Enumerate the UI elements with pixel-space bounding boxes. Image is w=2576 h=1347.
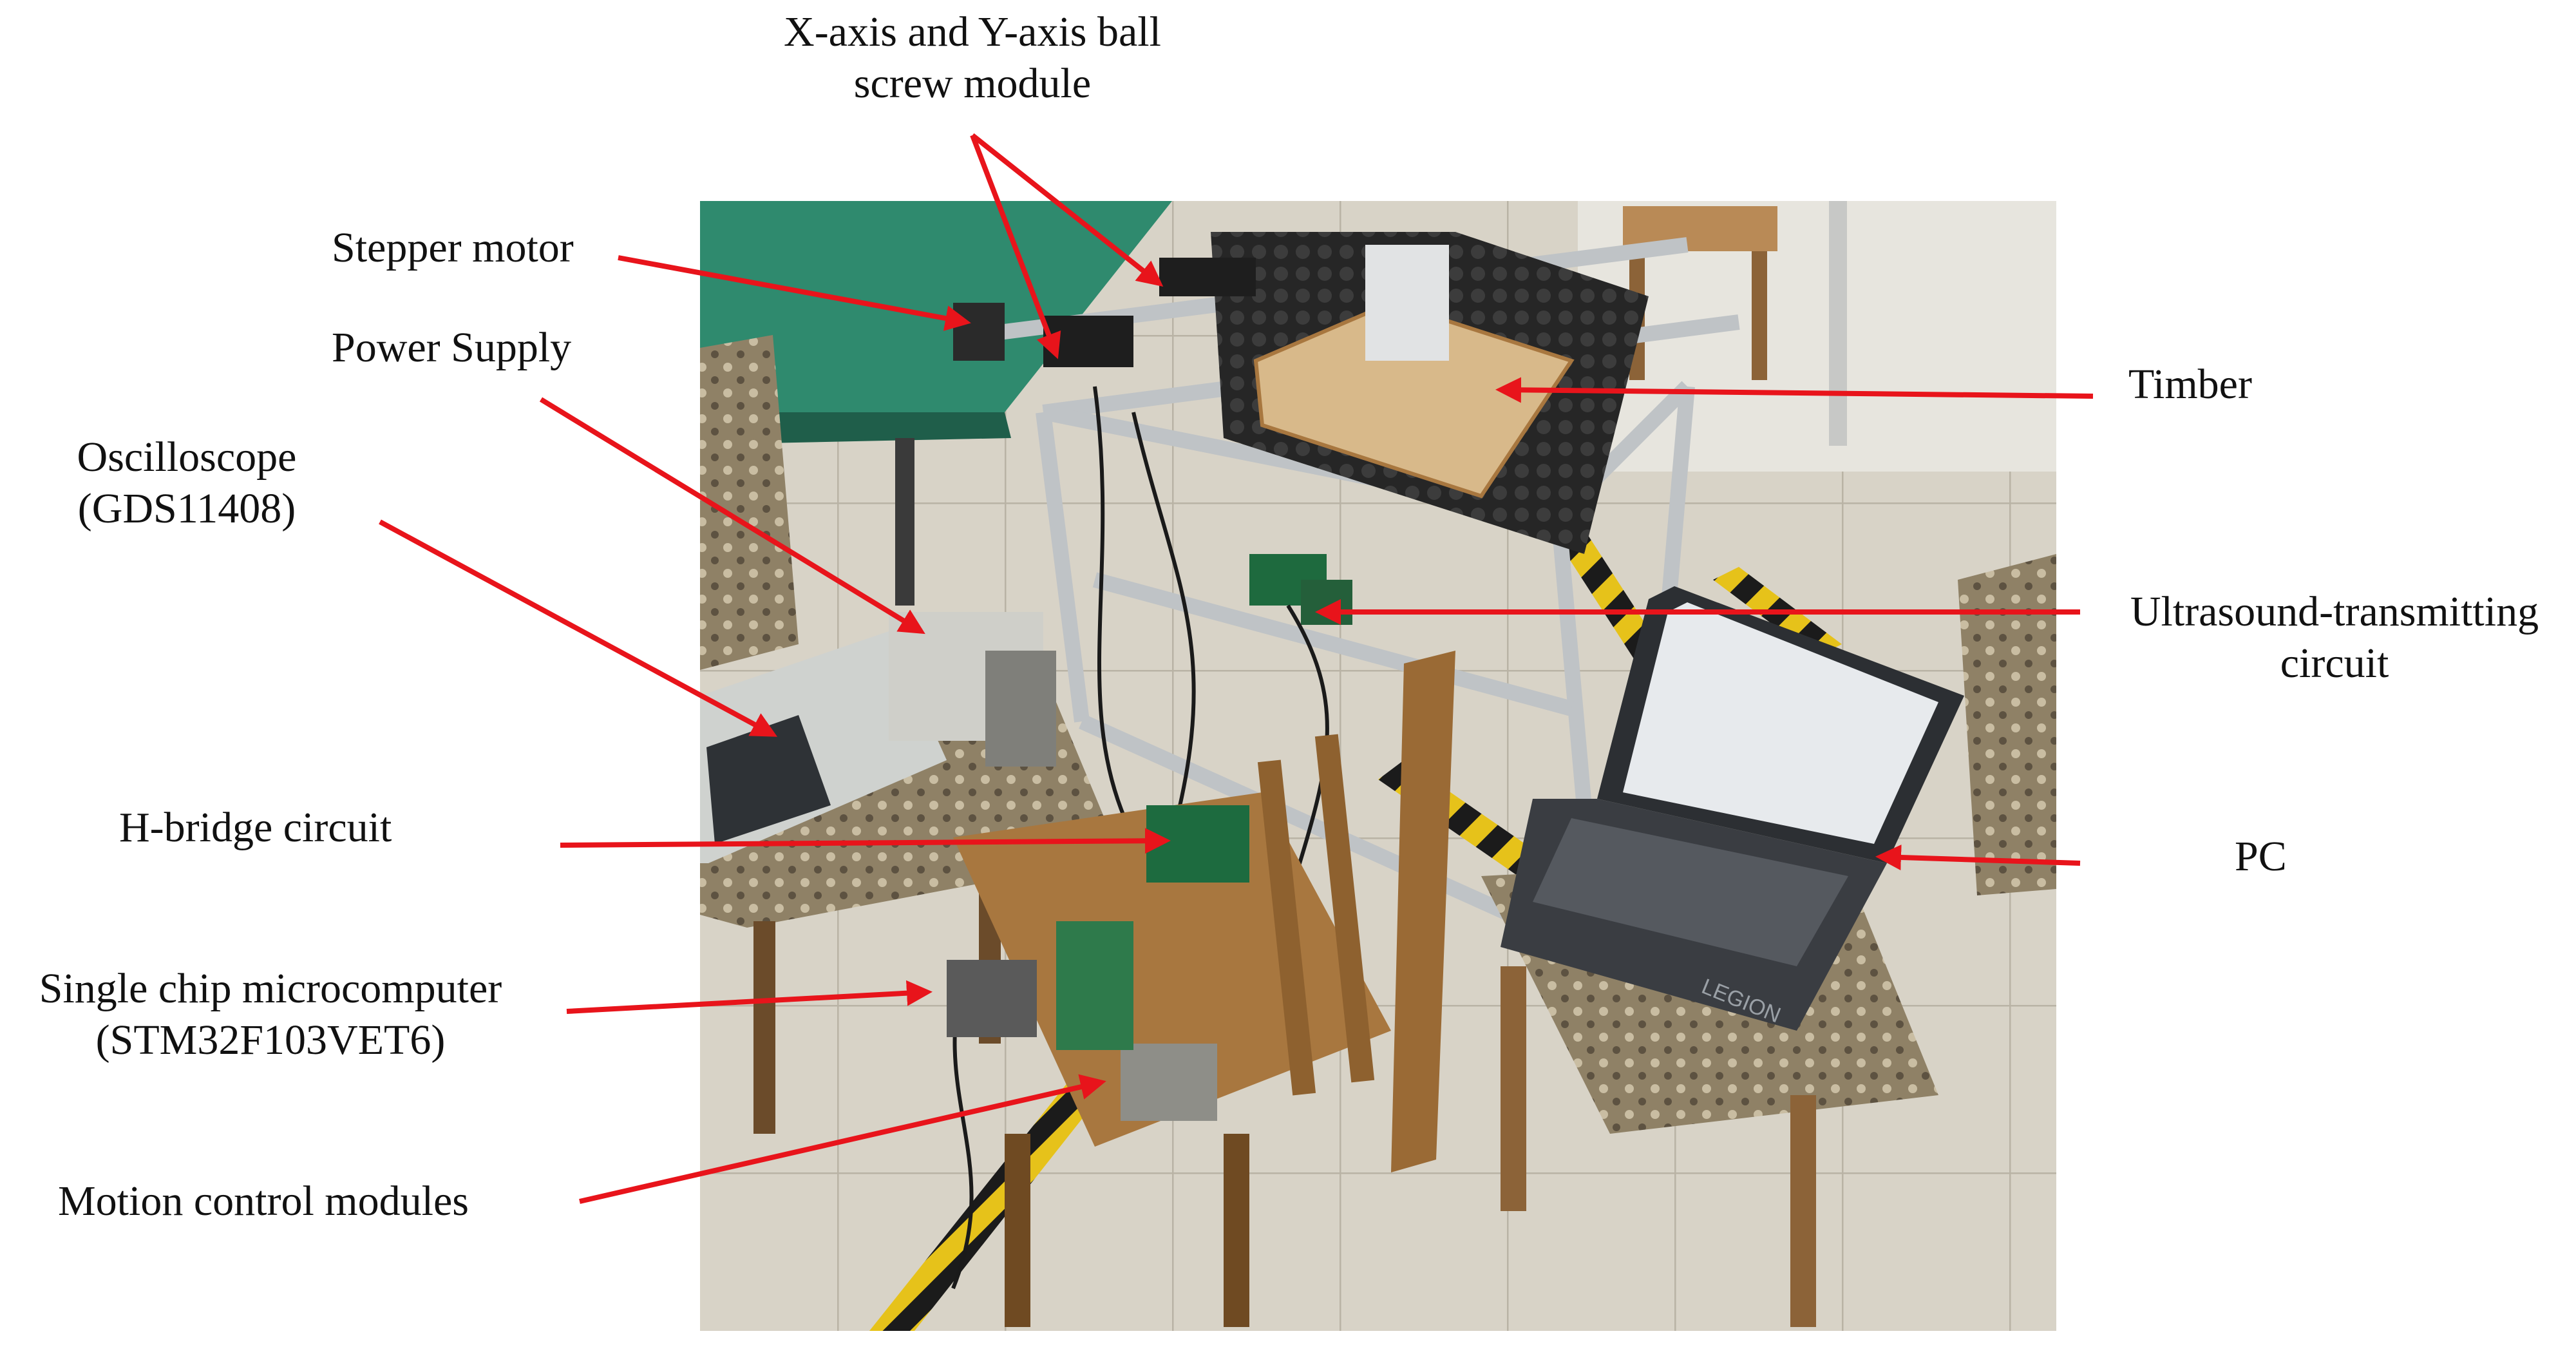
label-h-bridge-circuit: H-bridge circuit bbox=[119, 804, 392, 851]
ball-screw-y bbox=[1159, 258, 1256, 296]
ball-screw-x bbox=[1043, 316, 1133, 367]
center-chair-leg bbox=[1224, 1134, 1249, 1327]
left-chair-leg bbox=[753, 921, 775, 1134]
label-oscilloscope: Oscilloscope (GDS11408) bbox=[77, 434, 297, 532]
center-chair-back bbox=[1391, 651, 1455, 1172]
label-power-supply: Power Supply bbox=[332, 324, 572, 371]
arrow-h-bridge bbox=[560, 828, 1171, 854]
oscilloscope-screen bbox=[706, 715, 831, 844]
mcu-board bbox=[947, 960, 1037, 1037]
breadboard bbox=[1056, 921, 1133, 1050]
arrow-ball-screw-left bbox=[970, 134, 1061, 359]
label-ultrasound-circuit: Ultrasound-transmitting circuit bbox=[2130, 588, 2539, 687]
center-chair-slat bbox=[1257, 759, 1316, 1096]
ultrasound-board bbox=[1301, 580, 1352, 625]
right-chair-back bbox=[1958, 554, 2056, 895]
power-supply-front bbox=[985, 651, 1056, 767]
right-chair-leg bbox=[1790, 1095, 1816, 1327]
arrow-timber bbox=[1495, 377, 2094, 403]
arrow-ball-screw-right bbox=[971, 133, 1164, 287]
label-pc: PC bbox=[2235, 833, 2287, 880]
left-chair-back bbox=[700, 335, 799, 670]
motion-control-module bbox=[1121, 1044, 1217, 1121]
arrow-pc bbox=[1875, 845, 2081, 871]
label-single-chip-microcomputer: Single chip microcomputer (STM32F103VET6… bbox=[39, 965, 502, 1064]
h-bridge-board bbox=[1146, 805, 1249, 883]
arrow-oscilloscope bbox=[379, 519, 778, 737]
laptop-keyboard bbox=[1533, 818, 1848, 966]
arrow-stepper-motor bbox=[618, 255, 971, 331]
probe-holder bbox=[1365, 245, 1449, 361]
label-motion-control-modules: Motion control modules bbox=[58, 1178, 469, 1225]
arrow-power-supply bbox=[539, 397, 925, 635]
label-stepper-motor: Stepper motor bbox=[332, 224, 574, 271]
stepper-motor-body bbox=[953, 303, 1005, 361]
arrow-motion-control bbox=[579, 1074, 1106, 1204]
label-ball-screw-module: X-axis and Y-axis ball screw module bbox=[784, 8, 1161, 107]
label-timber: Timber bbox=[2128, 361, 2252, 408]
center-chair-slat bbox=[1314, 734, 1375, 1083]
center-chair-leg bbox=[1005, 1134, 1030, 1327]
stool-leg bbox=[1752, 251, 1767, 380]
arrow-mcu bbox=[566, 980, 933, 1014]
right-chair-leg bbox=[1501, 966, 1526, 1211]
laptop-display bbox=[1623, 602, 1938, 844]
table-leg bbox=[895, 438, 914, 606]
green-table bbox=[700, 201, 1172, 412]
metal-stand bbox=[1829, 201, 1847, 446]
